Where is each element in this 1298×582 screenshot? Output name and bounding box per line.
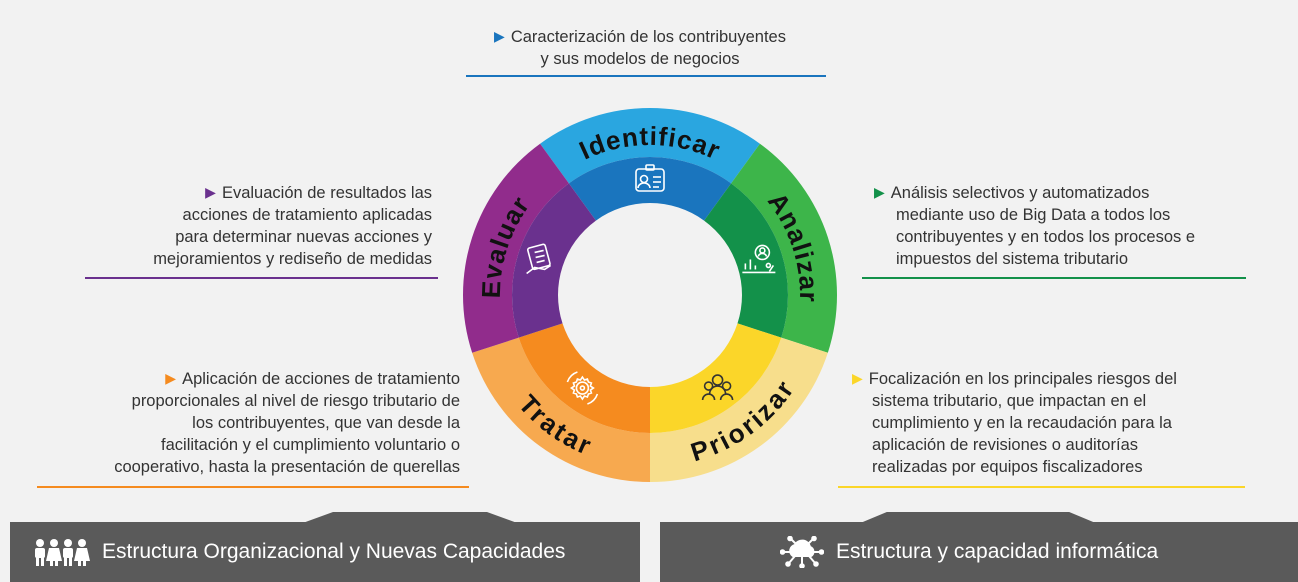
identificar-underline — [466, 75, 826, 77]
tratar-description-line-5: cooperativo, hasta la presentación de qu… — [114, 458, 460, 476]
identificar-description-line-2: y sus modelos de negocios — [540, 50, 740, 68]
tratar-inner-segment — [518, 323, 650, 433]
bottom-bar-left-label: Estructura Organizacional y Nuevas Capac… — [102, 540, 566, 563]
analizar-description-line-4: impuestos del sistema tributario — [896, 250, 1129, 268]
tratar-description-line-2: proporcionales al nivel de riesgo tribut… — [131, 392, 460, 410]
triangle-bullet-icon: ▶ — [165, 370, 177, 386]
bottom-bar-right-label: Estructura y capacidad informática — [836, 540, 1159, 563]
cloud-network-icon — [780, 536, 824, 568]
tratar-description-line-4: facilitación y el cumplimiento voluntari… — [161, 436, 460, 454]
identificar-outer-segment — [540, 108, 760, 184]
tratar-outer-segment — [472, 337, 650, 482]
evaluar-description: ▶Evaluación de resultados las acciones d… — [60, 182, 432, 270]
analizar-description-line-1: ▶Análisis selectivos y automatizados — [874, 182, 1254, 204]
gear-cycle-icon — [566, 371, 599, 405]
triangle-bullet-icon: ▶ — [852, 370, 863, 386]
evaluar-description-line-2: acciones de tratamiento aplicadas — [182, 206, 432, 224]
evaluar-outer-segment — [463, 143, 569, 353]
identificar-inner-segment — [568, 157, 732, 221]
analizar-description-line-3: contribuyentes y en todos los procesos e — [896, 228, 1196, 246]
tratar-description: ▶Aplicación de acciones de tratamiento p… — [40, 368, 460, 478]
id-card-icon — [635, 164, 665, 192]
identificar-description: ▶Caracterización de los contribuyentes y… — [440, 26, 840, 70]
analizar-outer-segment — [731, 143, 838, 353]
priorizar-description-line-3: cumplimiento y en la recaudación para la — [872, 414, 1172, 432]
analizar-description-line-2: mediante uso de Big Data a todos los — [896, 206, 1171, 224]
ring-icons — [526, 164, 776, 405]
tratar-description-line-3: los contribuyentes, que van desde la — [192, 414, 460, 432]
analizar-underline — [862, 277, 1246, 279]
bottom-bar-right: Estructura y capacidad informática — [660, 522, 1298, 582]
triangle-bullet-icon: ▶ — [205, 184, 216, 200]
people-group-icon — [701, 374, 734, 401]
priorizar-inner-segment — [650, 323, 782, 433]
analizar-description: ▶Análisis selectivos y automatizados med… — [874, 182, 1254, 270]
tratar-underline — [37, 486, 469, 488]
priorizar-description: ▶Focalización en los principales riesgos… — [852, 368, 1252, 478]
priorizar-underline — [838, 486, 1245, 488]
inner-ring — [512, 157, 788, 433]
priorizar-description-line-4: aplicación de revisiones o auditorías — [872, 436, 1138, 454]
people-group-icon — [32, 537, 90, 567]
evaluar-description-line-4: mejoramientos y rediseño de medidas — [153, 250, 432, 268]
identificar-description-line-1: ▶Caracterización de los contribuyentes — [440, 26, 840, 48]
tratar-description-line-1: ▶Aplicación de acciones de tratamiento — [40, 368, 460, 390]
analytics-icon — [742, 244, 776, 274]
right-bar-cap — [858, 512, 1098, 524]
priorizar-outer-segment — [650, 337, 828, 482]
triangle-bullet-icon: ▶ — [494, 28, 505, 44]
outer-ring — [463, 108, 838, 482]
triangle-bullet-icon: ▶ — [874, 184, 885, 200]
analizar-inner-segment — [704, 183, 788, 338]
left-bar-cap — [300, 512, 520, 524]
checklist-hand-icon — [526, 243, 552, 275]
priorizar-description-line-5: realizadas por equipos fiscalizadores — [872, 458, 1143, 476]
priorizar-description-line-2: sistema tributario, que impactan en el — [872, 392, 1147, 410]
priorizar-description-line-1: ▶Focalización en los principales riesgos… — [852, 368, 1252, 390]
evaluar-description-line-1: ▶Evaluación de resultados las — [60, 182, 432, 204]
evaluar-inner-segment — [512, 183, 596, 338]
bottom-bar-left: Estructura Organizacional y Nuevas Capac… — [10, 522, 640, 582]
evaluar-description-line-3: para determinar nuevas acciones y — [175, 228, 432, 246]
evaluar-underline — [85, 277, 438, 279]
